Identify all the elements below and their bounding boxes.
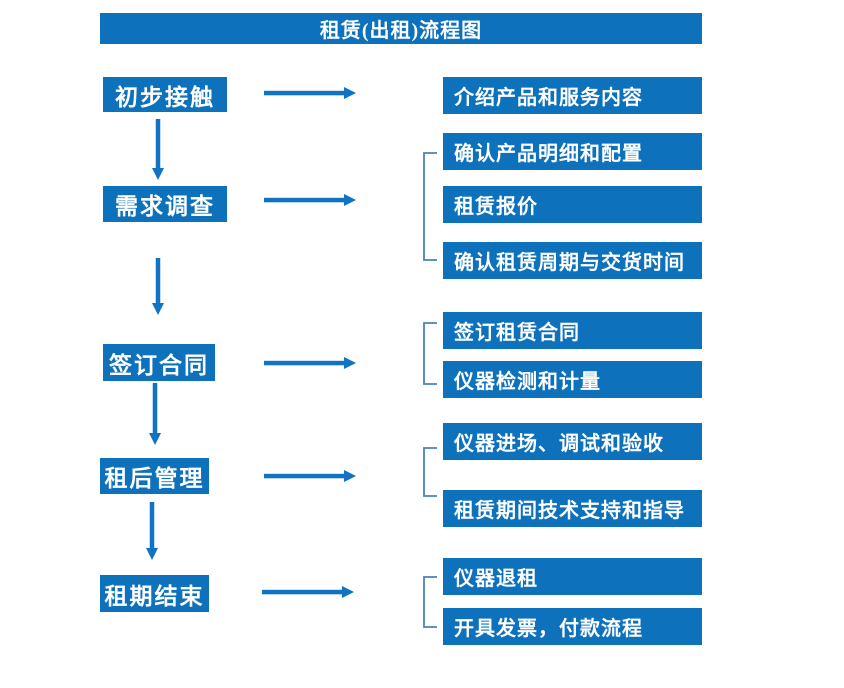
detail-box-rental-quote: 租赁报价 [443, 186, 702, 223]
right-arrow-icon [264, 470, 356, 482]
step-box-rental-end: 租期结束 [100, 575, 209, 612]
group-bracket-icon [423, 152, 437, 261]
detail-box-introduce-products: 介绍产品和服务内容 [443, 77, 702, 114]
group-bracket-icon [423, 576, 437, 628]
group-bracket-icon [423, 322, 437, 385]
detail-box-instrument-testing: 仪器检测和计量 [443, 361, 702, 398]
step-box-post-rental-management: 租后管理 [100, 458, 209, 494]
right-arrow-icon [262, 586, 354, 598]
detail-box-confirm-period-delivery: 确认租赁周期与交货时间 [443, 242, 702, 279]
down-arrow-icon [152, 258, 164, 315]
detail-box-instrument-return: 仪器退租 [443, 558, 702, 595]
detail-box-invoice-payment: 开具发票，付款流程 [443, 608, 702, 645]
detail-box-technical-support: 租赁期间技术支持和指导 [443, 490, 702, 527]
group-bracket-icon [423, 447, 437, 497]
step-box-initial-contact: 初步接触 [103, 77, 227, 112]
right-arrow-icon [264, 194, 356, 206]
detail-box-instrument-setup-acceptance: 仪器进场、调试和验收 [443, 423, 702, 460]
down-arrow-icon [149, 383, 161, 445]
flowchart-title: 租赁(出租)流程图 [100, 13, 702, 44]
detail-box-confirm-details-config: 确认产品明细和配置 [443, 133, 702, 170]
detail-box-sign-rental-contract: 签订租赁合同 [443, 312, 702, 349]
step-box-demand-survey: 需求调查 [103, 186, 227, 222]
step-box-sign-contract: 签订合同 [103, 344, 215, 381]
down-arrow-icon [152, 119, 164, 180]
right-arrow-icon [264, 357, 356, 369]
down-arrow-icon [146, 502, 158, 560]
right-arrow-icon [264, 87, 356, 99]
